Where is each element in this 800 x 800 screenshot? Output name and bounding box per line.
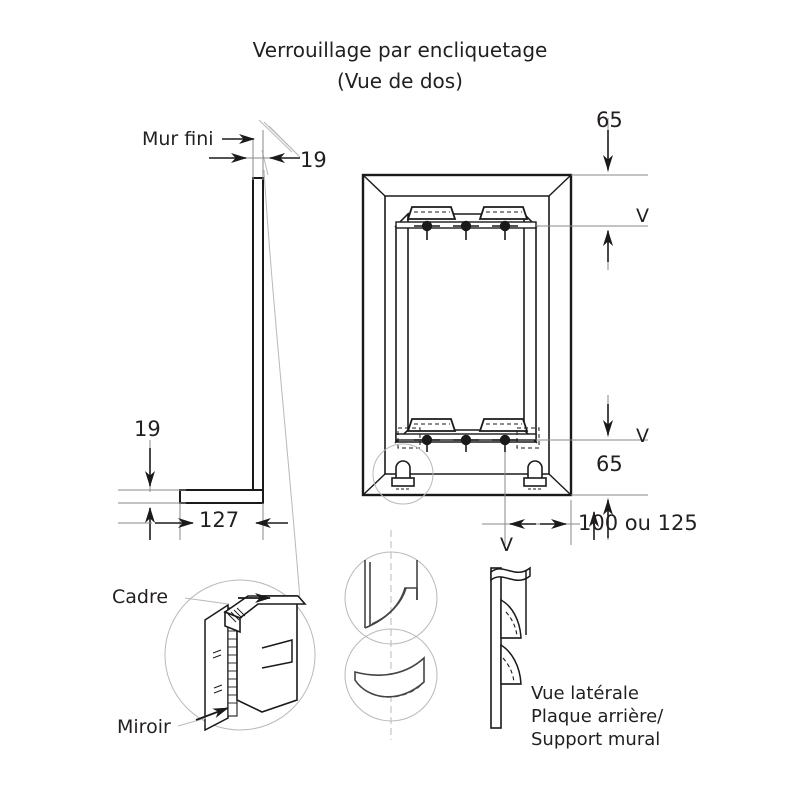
side-view-plate bbox=[490, 566, 531, 729]
frame-mirror-detail bbox=[164, 579, 316, 732]
label-mur-fini: Mur fini bbox=[142, 128, 214, 150]
dimension-wall-thickness: 19 bbox=[300, 148, 327, 172]
dimension-depth-vertical: 19 bbox=[134, 417, 161, 441]
frame-back-view bbox=[361, 118, 648, 545]
wall-profile-view bbox=[118, 119, 301, 601]
screw-point-group-bottom bbox=[414, 434, 518, 452]
clip-detail-bubbles bbox=[344, 530, 438, 740]
keyhole-clip-right bbox=[523, 460, 547, 487]
diagram-title-line1: Verrouillage par encliquetage bbox=[252, 38, 548, 62]
keyhole-clip-left bbox=[391, 460, 415, 487]
marker-v-center: V bbox=[500, 534, 513, 556]
dimension-bottom-offset: 65 bbox=[596, 452, 623, 476]
label-side-view-line2: Plaque arrière/ bbox=[531, 706, 664, 727]
label-side-view-line3: Support mural bbox=[531, 729, 661, 750]
marker-v-top: V bbox=[636, 205, 649, 227]
label-miroir: Miroir bbox=[117, 716, 171, 738]
marker-v-bottom: V bbox=[636, 425, 649, 447]
dimension-depth-horizontal: 127 bbox=[199, 508, 240, 532]
label-cadre: Cadre bbox=[112, 586, 169, 608]
diagram-title-line2: (Vue de dos) bbox=[337, 69, 463, 93]
label-side-view-line1: Vue latérale bbox=[531, 683, 639, 704]
screw-point-group-top bbox=[414, 220, 518, 240]
dimension-bracket-spacing: 100 ou 125 bbox=[578, 511, 698, 535]
dimension-top-offset: 65 bbox=[596, 108, 623, 132]
